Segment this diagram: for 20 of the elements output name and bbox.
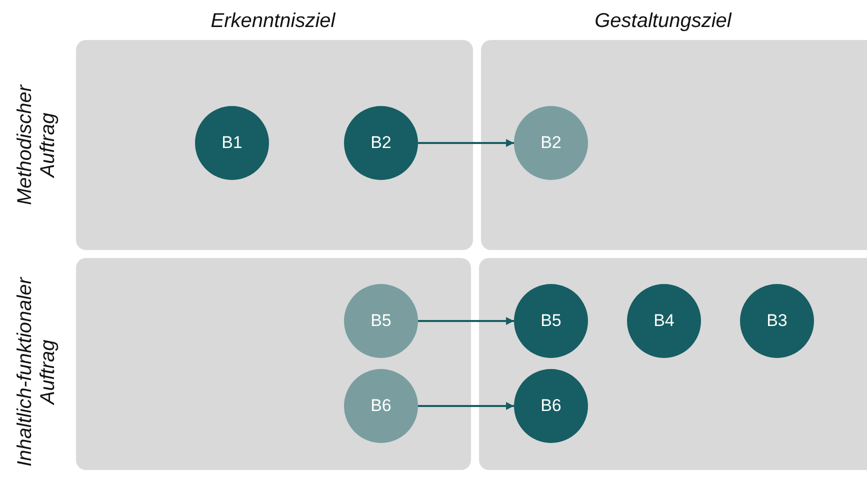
circle-node: B4 (627, 284, 701, 358)
circle-node: B2 (344, 106, 418, 180)
arrow (418, 317, 514, 325)
arrow (418, 139, 514, 147)
column-heading: Erkenntnisziel (210, 10, 337, 33)
column-heading: Gestaltungsziel (594, 10, 733, 33)
arrow (418, 402, 514, 410)
row-heading: Methodischer Auftrag (14, 83, 60, 208)
quadrant-panel (76, 40, 473, 250)
circle-node: B3 (740, 284, 814, 358)
circle-node: B5 (514, 284, 588, 358)
circle-node: B1 (195, 106, 269, 180)
row-heading: Inhaltlich-funktionaler Auftrag (14, 276, 60, 468)
circle-node: B6 (514, 369, 588, 443)
circle-node: B5 (344, 284, 418, 358)
quadrant-panel (479, 258, 867, 470)
circle-node: B2 (514, 106, 588, 180)
circle-node: B6 (344, 369, 418, 443)
quadrant-panel (76, 258, 471, 470)
quadrant-panel (481, 40, 867, 250)
